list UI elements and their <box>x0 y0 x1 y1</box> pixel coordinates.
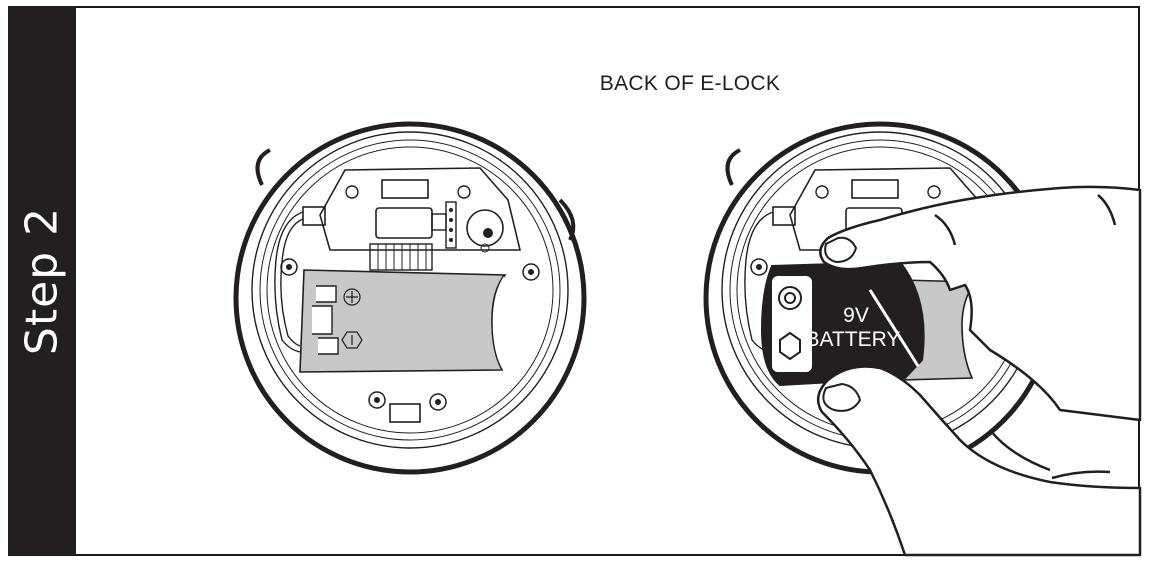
battery-voltage-label: 9V <box>843 304 869 327</box>
nine-volt-battery: 9V BATTERY <box>760 260 925 387</box>
step-sidebar <box>8 6 76 556</box>
left-positive-terminal-icon <box>343 288 361 306</box>
left-negative-terminal-icon <box>341 331 363 349</box>
hand-holding-battery <box>816 185 1142 557</box>
left-circuit-board <box>319 167 522 251</box>
left-lock-back <box>233 121 587 475</box>
left-buzzer <box>466 209 504 247</box>
battery-hex-terminal-icon <box>779 331 801 361</box>
battery-word-label: BATTERY <box>806 328 901 351</box>
battery-round-terminal-icon <box>778 286 802 310</box>
diagram-heading: BACK OF E-LOCK <box>599 72 781 95</box>
